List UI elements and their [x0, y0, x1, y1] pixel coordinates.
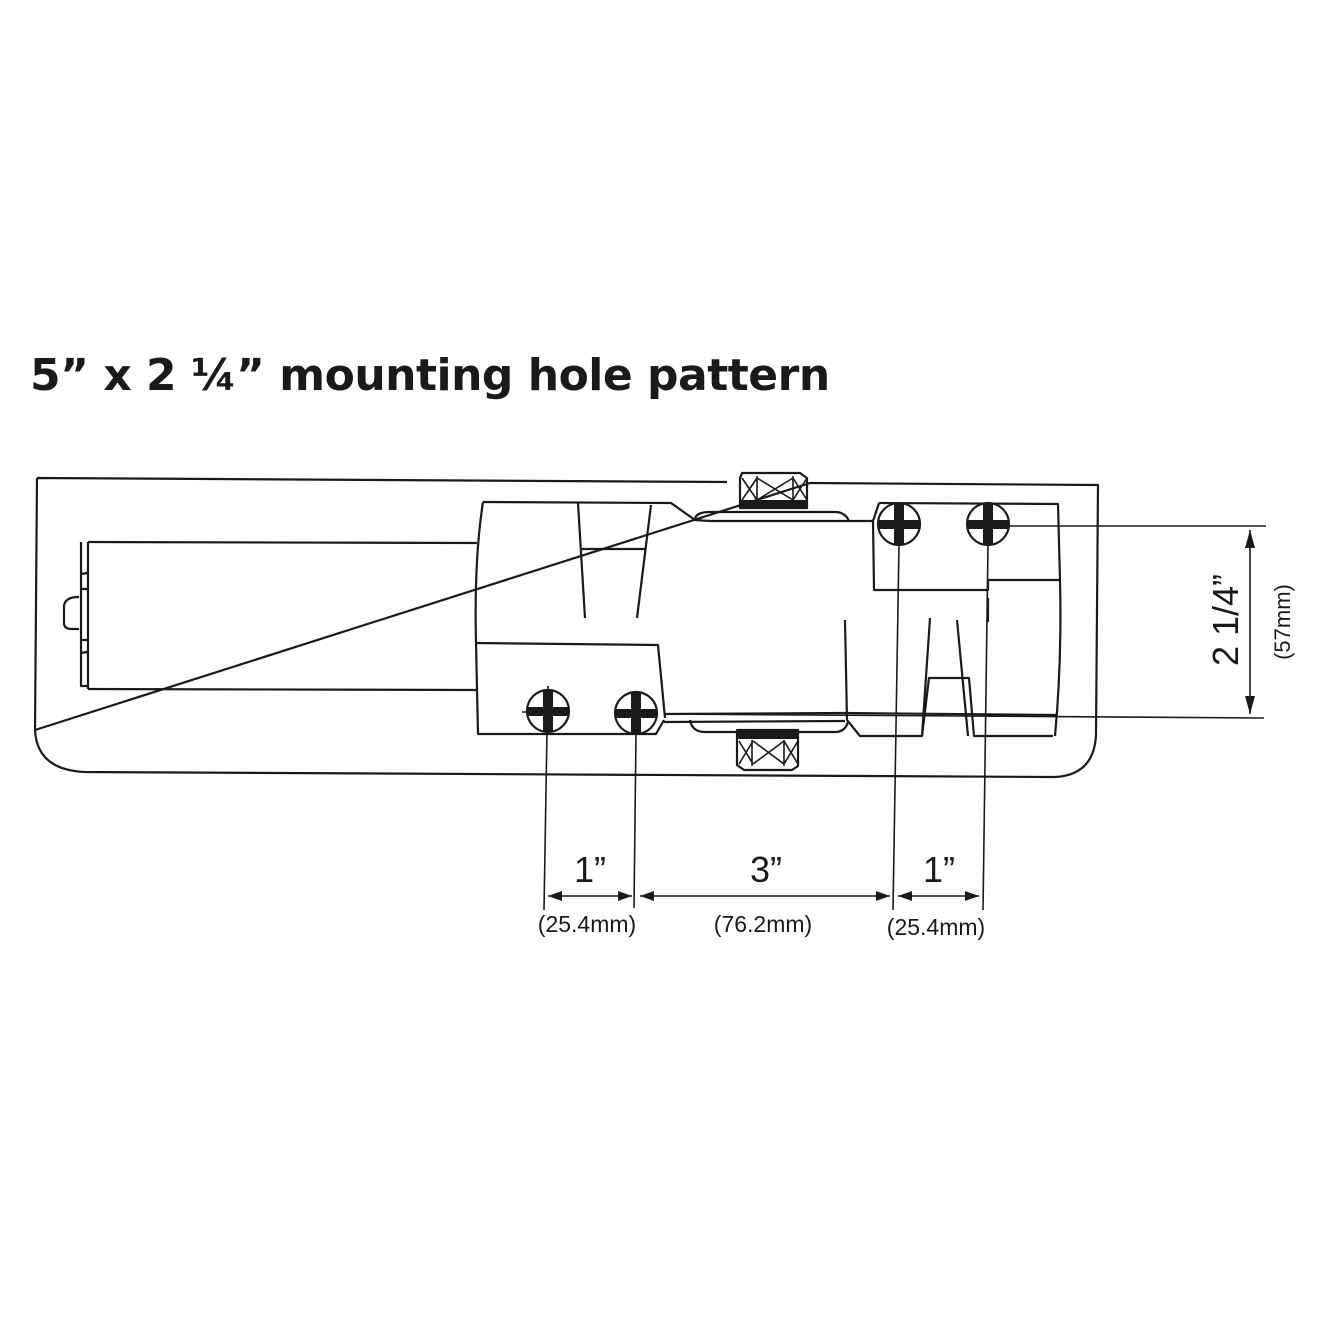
dim-height-mm: (57mm)	[1270, 584, 1295, 660]
dim-left-mm: (25.4mm)	[538, 911, 636, 937]
dim-center-mm: (76.2mm)	[714, 911, 812, 937]
screw-hole-top-right	[965, 501, 1011, 547]
cylinder-body	[62, 540, 478, 692]
extension-lines	[543, 525, 1266, 911]
dim-center-inch: 3”	[750, 849, 782, 890]
dim-right-inch: 1”	[923, 849, 955, 890]
bottom-adjustment-nut	[735, 728, 800, 772]
dim-left-inch: 1”	[574, 849, 606, 890]
page-title: 5” x 2 ¼” mounting hole pattern	[30, 350, 830, 401]
screw-hole-top-left	[876, 501, 922, 547]
dim-height-inch: 2 1/4”	[1205, 574, 1246, 666]
screw-hole-bottom-left	[522, 686, 571, 734]
dim-right-mm: (25.4mm)	[887, 914, 985, 940]
mounting-plate-outline	[33, 476, 1100, 779]
screw-hole-bottom-right	[613, 690, 659, 736]
dimension-arrows-horizontal	[548, 891, 979, 901]
closer-housing	[474, 500, 1057, 738]
dimension-arrow-vertical	[1245, 530, 1255, 714]
top-adjustment-nut	[738, 471, 809, 510]
